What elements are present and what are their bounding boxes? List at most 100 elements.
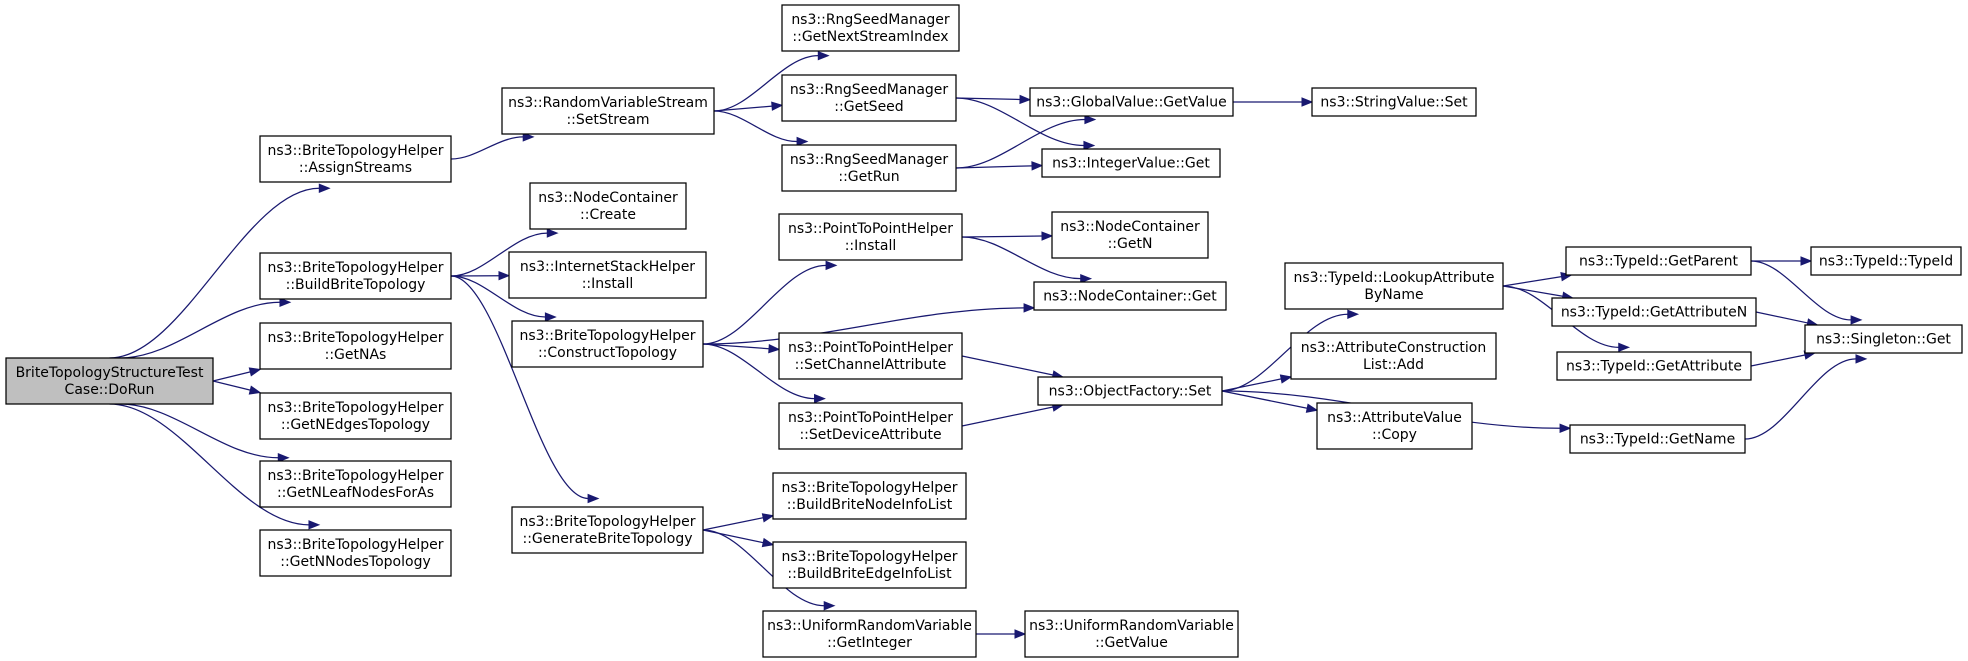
- node-label: ::GetSeed: [834, 99, 903, 115]
- node-getnleaf[interactable]: ns3::BriteTopologyHelper::GetNLeafNodesF…: [259, 460, 452, 508]
- node-getnextstream[interactable]: ns3::RngSeedManager::GetNextStreamIndex: [781, 4, 960, 52]
- node-assign[interactable]: ns3::BriteTopologyHelper::AssignStreams: [259, 135, 452, 183]
- node-label: ns3::RngSeedManager: [790, 152, 949, 168]
- node-label: ::BuildBriteEdgeInfoList: [787, 566, 952, 582]
- node-layer: BriteTopologyStructureTestCase::DoRunns3…: [5, 4, 1963, 658]
- node-box: [1041, 148, 1221, 178]
- node-gvgetvalue[interactable]: ns3::GlobalValue::GetValue: [1029, 87, 1234, 117]
- node-label: ns3::BriteTopologyHelper: [268, 143, 444, 159]
- arrowhead-icon: [248, 385, 262, 395]
- node-getparent[interactable]: ns3::TypeId::GetParent: [1565, 246, 1752, 276]
- call-edge-root-to-getnedges: [212, 380, 262, 395]
- node-box: [762, 610, 977, 658]
- node-setchannel[interactable]: ns3::PointToPointHelper::SetChannelAttri…: [778, 332, 963, 380]
- arrowhead-icon: [1084, 114, 1097, 125]
- edge-line: [119, 301, 280, 359]
- node-ncget[interactable]: ns3::NodeContainer::Get: [1033, 281, 1227, 311]
- edge-line: [119, 403, 279, 459]
- edge-line: [1221, 378, 1282, 392]
- node-buildedgeinfo[interactable]: ns3::BriteTopologyHelper::BuildBriteEdge…: [772, 541, 967, 589]
- node-construct[interactable]: ns3::BriteTopologyHelper::ConstructTopol…: [511, 320, 704, 368]
- node-intget[interactable]: ns3::IntegerValue::Get: [1041, 148, 1221, 178]
- arrowhead-icon: [1618, 342, 1631, 353]
- call-edge-urvgetint-to-urvgetvalue: [976, 629, 1027, 639]
- call-edge-ofset-to-acladd: [1221, 374, 1293, 392]
- node-box: [1565, 246, 1752, 276]
- node-generate[interactable]: ns3::BriteTopologyHelper::GenerateBriteT…: [511, 506, 704, 554]
- node-getnedges[interactable]: ns3::BriteTopologyHelper::GetNEdgesTopol…: [259, 392, 452, 440]
- node-label: ns3::NodeContainer: [1060, 219, 1200, 235]
- node-setstream[interactable]: ns3::RandomVariableStream::SetStream: [501, 87, 715, 135]
- node-ncgetn[interactable]: ns3::NodeContainer::GetN: [1051, 211, 1209, 259]
- node-getseed[interactable]: ns3::RngSeedManager::GetSeed: [781, 74, 957, 122]
- node-ofset[interactable]: ns3::ObjectFactory::Set: [1037, 376, 1223, 406]
- node-strset[interactable]: ns3::StringValue::Set: [1311, 87, 1477, 117]
- edge-line: [212, 371, 251, 382]
- edge-line: [212, 380, 251, 391]
- node-label: ns3::InternetStackHelper: [520, 259, 695, 275]
- call-edge-setstream-to-getrun: [713, 110, 809, 147]
- edge-line: [702, 529, 825, 607]
- node-getnnodes[interactable]: ns3::BriteTopologyHelper::GetNNodesTopol…: [259, 529, 452, 577]
- node-box: [5, 357, 214, 405]
- edge-line: [713, 55, 819, 112]
- node-box: [511, 506, 704, 554]
- call-edge-build-to-isinstall: [450, 270, 511, 281]
- node-label: ns3::UniformRandomVariable: [1029, 618, 1234, 634]
- arrowhead-icon: [817, 50, 830, 61]
- node-label: ::Create: [580, 207, 636, 223]
- node-urvgetint[interactable]: ns3::UniformRandomVariable::GetInteger: [762, 610, 977, 658]
- node-box: [259, 529, 452, 577]
- node-typeid[interactable]: ns3::TypeId::TypeId: [1810, 246, 1962, 276]
- edge-line: [955, 118, 1085, 169]
- node-label: ::GetRun: [838, 169, 899, 185]
- call-edge-root-to-assign: [109, 183, 331, 359]
- node-getnas[interactable]: ns3::BriteTopologyHelper::GetNAs: [259, 322, 452, 370]
- node-box: [511, 320, 704, 368]
- node-label: ns3::ObjectFactory::Set: [1049, 384, 1212, 400]
- arrowhead-icon: [318, 183, 331, 194]
- call-edge-getparent-to-singleton: [1750, 260, 1863, 325]
- call-edge-construct-to-p2pinstall: [702, 260, 838, 345]
- call-edge-build-to-generate: [450, 275, 600, 504]
- node-label: ::GetNEdgesTopology: [281, 417, 430, 433]
- node-urvgetvalue[interactable]: ns3::UniformRandomVariable::GetValue: [1024, 610, 1239, 658]
- node-label: ns3::RngSeedManager: [791, 12, 950, 28]
- node-avcopy[interactable]: ns3::AttributeValue::Copy: [1316, 402, 1473, 450]
- call-edge-generate-to-buildnodeinfo: [702, 513, 775, 531]
- node-getrun[interactable]: ns3::RngSeedManager::GetRun: [781, 144, 957, 192]
- node-box: [1551, 297, 1757, 327]
- node-label: ::Install: [845, 238, 897, 254]
- call-edge-lookupattr-to-getparent: [1502, 271, 1573, 287]
- node-isinstall[interactable]: ns3::InternetStackHelper::Install: [508, 251, 707, 299]
- node-label: ns3::AttributeConstruction: [1301, 340, 1486, 356]
- node-label: ::GetNAs: [325, 347, 387, 363]
- node-box: [1311, 87, 1477, 117]
- arrowhead-icon: [1019, 94, 1032, 105]
- node-p2pinstall[interactable]: ns3::PointToPointHelper::Install: [778, 213, 963, 261]
- node-buildnodeinfo[interactable]: ns3::BriteTopologyHelper::BuildBriteNode…: [772, 472, 967, 520]
- node-nccreate[interactable]: ns3::NodeContainer::Create: [529, 182, 687, 230]
- call-edge-getrun-to-gvgetvalue: [955, 114, 1097, 169]
- node-label: Case::DoRun: [65, 382, 155, 398]
- node-label: ns3::BriteTopologyHelper: [520, 514, 696, 530]
- arrowhead-icon: [1279, 374, 1293, 384]
- node-build[interactable]: ns3::BriteTopologyHelper::BuildBriteTopo…: [259, 252, 452, 300]
- node-getattrn[interactable]: ns3::TypeId::GetAttributeN: [1551, 297, 1757, 327]
- arrowhead-icon: [498, 270, 511, 281]
- node-label: ns3::BriteTopologyHelper: [268, 537, 444, 553]
- node-getname[interactable]: ns3::TypeId::GetName: [1569, 424, 1746, 454]
- call-edge-root-to-build: [119, 297, 292, 359]
- arrowhead-icon: [1301, 97, 1314, 107]
- edge-line: [1750, 354, 1806, 367]
- edge-line: [450, 275, 546, 318]
- arrowhead-icon: [279, 297, 292, 308]
- arrowhead-icon: [1855, 354, 1868, 364]
- node-singleton[interactable]: ns3::Singleton::Get: [1804, 324, 1963, 354]
- node-setdevice[interactable]: ns3::PointToPointHelper::SetDeviceAttrib…: [778, 402, 963, 450]
- call-edge-root-to-getnnodes: [109, 403, 321, 530]
- node-getattr[interactable]: ns3::TypeId::GetAttribute: [1556, 351, 1752, 381]
